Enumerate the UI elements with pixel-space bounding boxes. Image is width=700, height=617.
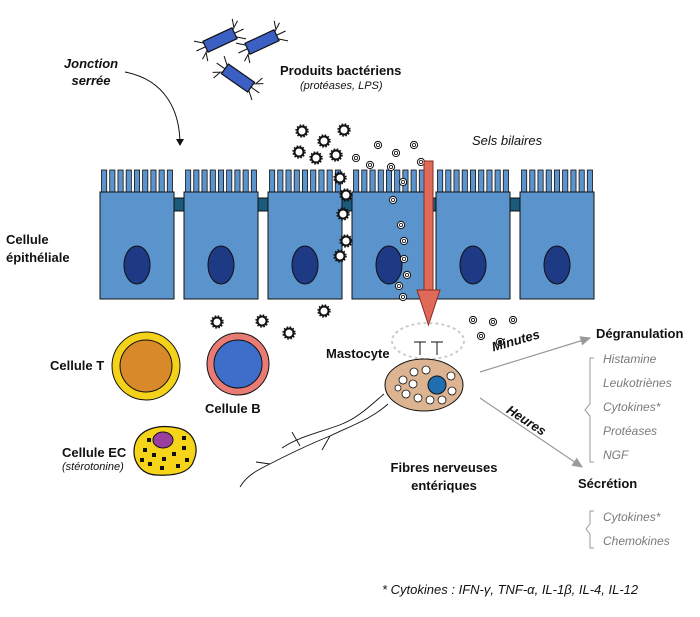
epithelial-nucleus — [123, 245, 151, 285]
microvillus — [369, 169, 376, 195]
epithelial-cell-label: Cellule épithéliale — [6, 232, 70, 265]
epithelial-nucleus — [207, 245, 235, 285]
tight-junction — [509, 197, 521, 212]
mast-cell — [384, 322, 465, 412]
degranulation-item: Leukotriènes — [603, 376, 672, 390]
microvillus — [318, 169, 325, 195]
enteric-nerves-label: Fibres nerveuses entériques — [390, 460, 498, 493]
epithelium — [99, 169, 595, 300]
microvillus — [553, 169, 561, 195]
microvillus — [453, 169, 460, 195]
t-cell — [111, 331, 181, 401]
microvillus — [277, 169, 284, 195]
microvillus — [494, 169, 501, 195]
microvillus — [578, 169, 585, 195]
microvillus — [185, 169, 192, 195]
microvillus — [570, 169, 577, 195]
degranulation-heading: Dégranulation — [596, 326, 684, 341]
mast-cell-label: Mastocyte — [326, 346, 390, 361]
microvillus — [586, 169, 593, 195]
degranulation-item: Cytokines* — [603, 400, 661, 414]
microvillus — [410, 169, 417, 195]
microvillus — [226, 169, 233, 195]
junction-pointer-arrow — [124, 71, 184, 146]
b-cell-label: Cellule B — [205, 401, 261, 416]
microvillus — [133, 169, 141, 195]
nerve-fibres — [239, 393, 389, 488]
bacterium-icon — [208, 51, 268, 105]
microvillus — [486, 169, 493, 195]
microvillus — [461, 169, 468, 195]
microvillus — [250, 169, 257, 195]
secretion-heading: Sécrétion — [578, 476, 638, 491]
microvillus — [502, 169, 509, 195]
microvillus — [125, 169, 132, 195]
secretion-item: Chemokines — [603, 534, 670, 548]
microvillus — [217, 169, 225, 195]
microvillus — [437, 169, 444, 195]
microvillus — [209, 169, 216, 195]
microvillus — [242, 169, 249, 195]
microvillus — [537, 169, 544, 195]
microvillus — [478, 169, 485, 195]
microvillus — [353, 169, 360, 195]
bile-salts-label: Sels bilaires — [472, 133, 543, 148]
microvillus — [201, 169, 208, 195]
degranulation-item: NGF — [603, 448, 629, 462]
microvillus — [445, 169, 452, 195]
ec-cell — [133, 425, 197, 476]
degranulation-item: Protéases — [603, 424, 658, 438]
microvillus — [158, 169, 165, 195]
microvillus — [142, 169, 149, 195]
t-cell-label: Cellule T — [50, 358, 105, 373]
microvillus — [293, 169, 300, 195]
bacteria-group — [189, 15, 293, 105]
microvillus — [234, 169, 241, 195]
ec-cell-sub: (stérotonine) — [62, 461, 124, 473]
microvillus — [326, 169, 333, 195]
microvillus — [562, 169, 569, 195]
tight-junction — [173, 197, 185, 212]
microvillus — [193, 169, 200, 195]
hours-arrow — [479, 397, 583, 468]
epithelial-nucleus — [375, 245, 403, 285]
ec-cell-label: Cellule EC — [62, 445, 127, 460]
microvillus — [101, 169, 108, 195]
bile-salt-arrow — [416, 160, 441, 327]
microvillus — [385, 169, 393, 195]
secretion-brace — [585, 510, 594, 549]
microvillus — [301, 169, 309, 195]
epithelial-nucleus — [291, 245, 319, 285]
microvillus — [109, 169, 116, 195]
microvillus — [166, 169, 173, 195]
secretion-item: Cytokines* — [603, 510, 661, 524]
microvillus — [150, 169, 157, 195]
microvillus — [377, 169, 384, 195]
tight-junction-label: Jonction serrée — [63, 56, 119, 88]
microvillus — [285, 169, 292, 195]
minutes-arrow — [479, 336, 592, 373]
epithelial-nucleus — [459, 245, 487, 285]
bacterial-products-label: Produits bactériens — [280, 63, 402, 78]
tight-junction — [257, 197, 269, 212]
microvillus — [529, 169, 536, 195]
bacterium-icon — [231, 17, 293, 67]
b-cell — [206, 332, 270, 396]
microvillus — [521, 169, 528, 195]
microvillus — [469, 169, 477, 195]
bacterium-icon — [189, 15, 251, 65]
microvillus — [361, 169, 368, 195]
microvillus — [117, 169, 124, 195]
microvillus — [269, 169, 276, 195]
degranulation-item: Histamine — [603, 352, 657, 366]
microvillus — [310, 169, 317, 195]
bacterial-products-sub: (protéases, LPS) — [300, 80, 383, 92]
epithelial-nucleus — [543, 245, 571, 285]
cytokines-footnote: * Cytokines : IFN-γ, TNF-α, IL-1β, IL-4,… — [382, 582, 639, 597]
degranulation-brace — [584, 357, 594, 463]
microvillus — [545, 169, 552, 195]
